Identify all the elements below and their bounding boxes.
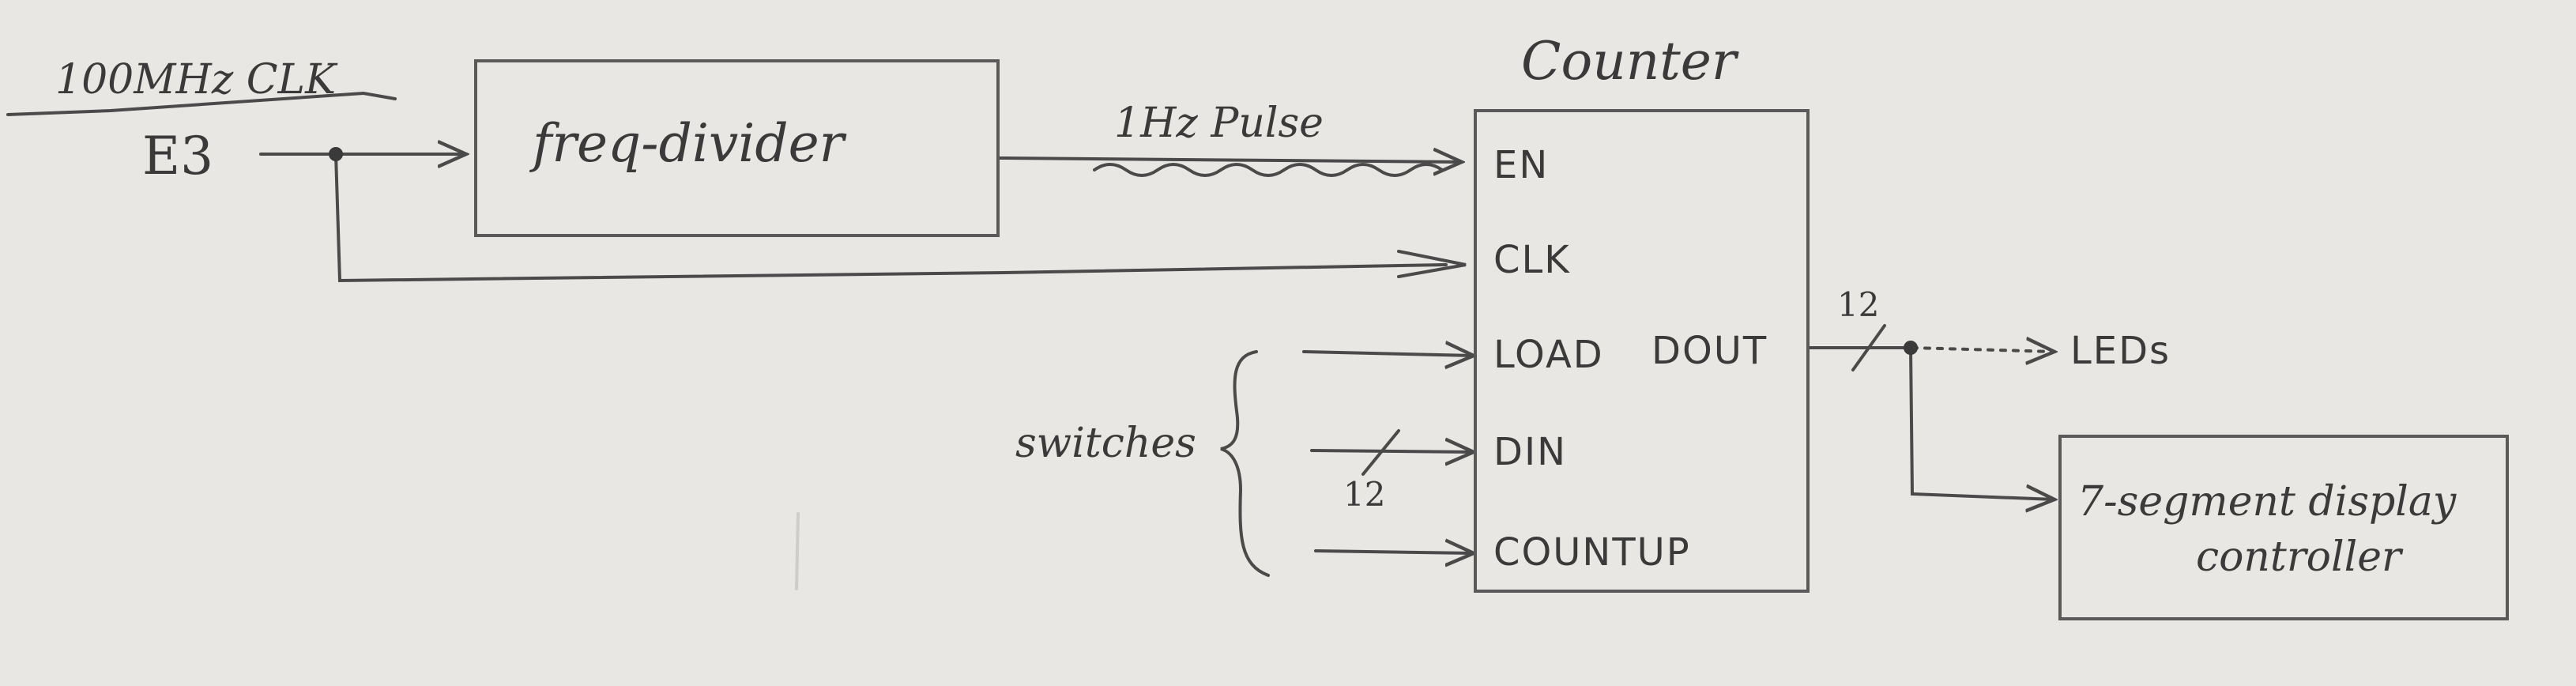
clk-label-underline (6, 91, 397, 116)
switches-brace (1220, 350, 1270, 577)
clk-to-counter-arrow (1397, 250, 1467, 278)
din-input-wire (1310, 450, 1474, 452)
counter-input-din: DIN (1493, 430, 1568, 474)
dout-to-display-wire (1909, 346, 2054, 499)
din-bus-slash (1361, 429, 1400, 476)
counter-block (1474, 109, 1810, 593)
counter-input-clk: CLK (1493, 238, 1571, 282)
dout-junction-dot (1904, 341, 1918, 355)
pulse-to-en-wire (998, 158, 1462, 162)
din-bus-width: 12 (1343, 475, 1386, 514)
stray-mark (795, 512, 800, 590)
dout-bus-width: 12 (1837, 285, 1880, 324)
leds-label: LEDs (2070, 329, 2171, 373)
counter-input-en: EN (1493, 143, 1550, 187)
counter-output-dout: DOUT (1651, 329, 1768, 373)
clk-branch-wire (334, 153, 1448, 283)
counter-input-load: LOAD (1493, 333, 1604, 377)
load-input-wire (1302, 352, 1474, 356)
display-label-line1: 7-segment display (2077, 478, 2457, 526)
countup-input-wire (1314, 551, 1474, 553)
clock-pin-label: E3 (142, 126, 214, 187)
display-controller-block: 7-segment display controller (2058, 435, 2509, 620)
switches-label: switches (1015, 420, 1196, 467)
display-label-line2: controller (2196, 533, 2401, 581)
counter-input-countup: COUNTUP (1493, 530, 1691, 575)
pulse-label: 1Hz Pulse (1114, 100, 1324, 147)
pulse-squiggle (1093, 163, 1444, 177)
counter-title: Counter (1521, 31, 1737, 92)
dout-to-leds-wire (1911, 348, 2054, 352)
dout-bus-slash (1851, 324, 1886, 371)
freq-divider-block: freq-divider (474, 59, 1000, 237)
clock-label: 100MHz CLK (55, 56, 336, 104)
clk-junction-dot (329, 147, 343, 161)
freq-divider-label: freq-divider (533, 113, 845, 174)
